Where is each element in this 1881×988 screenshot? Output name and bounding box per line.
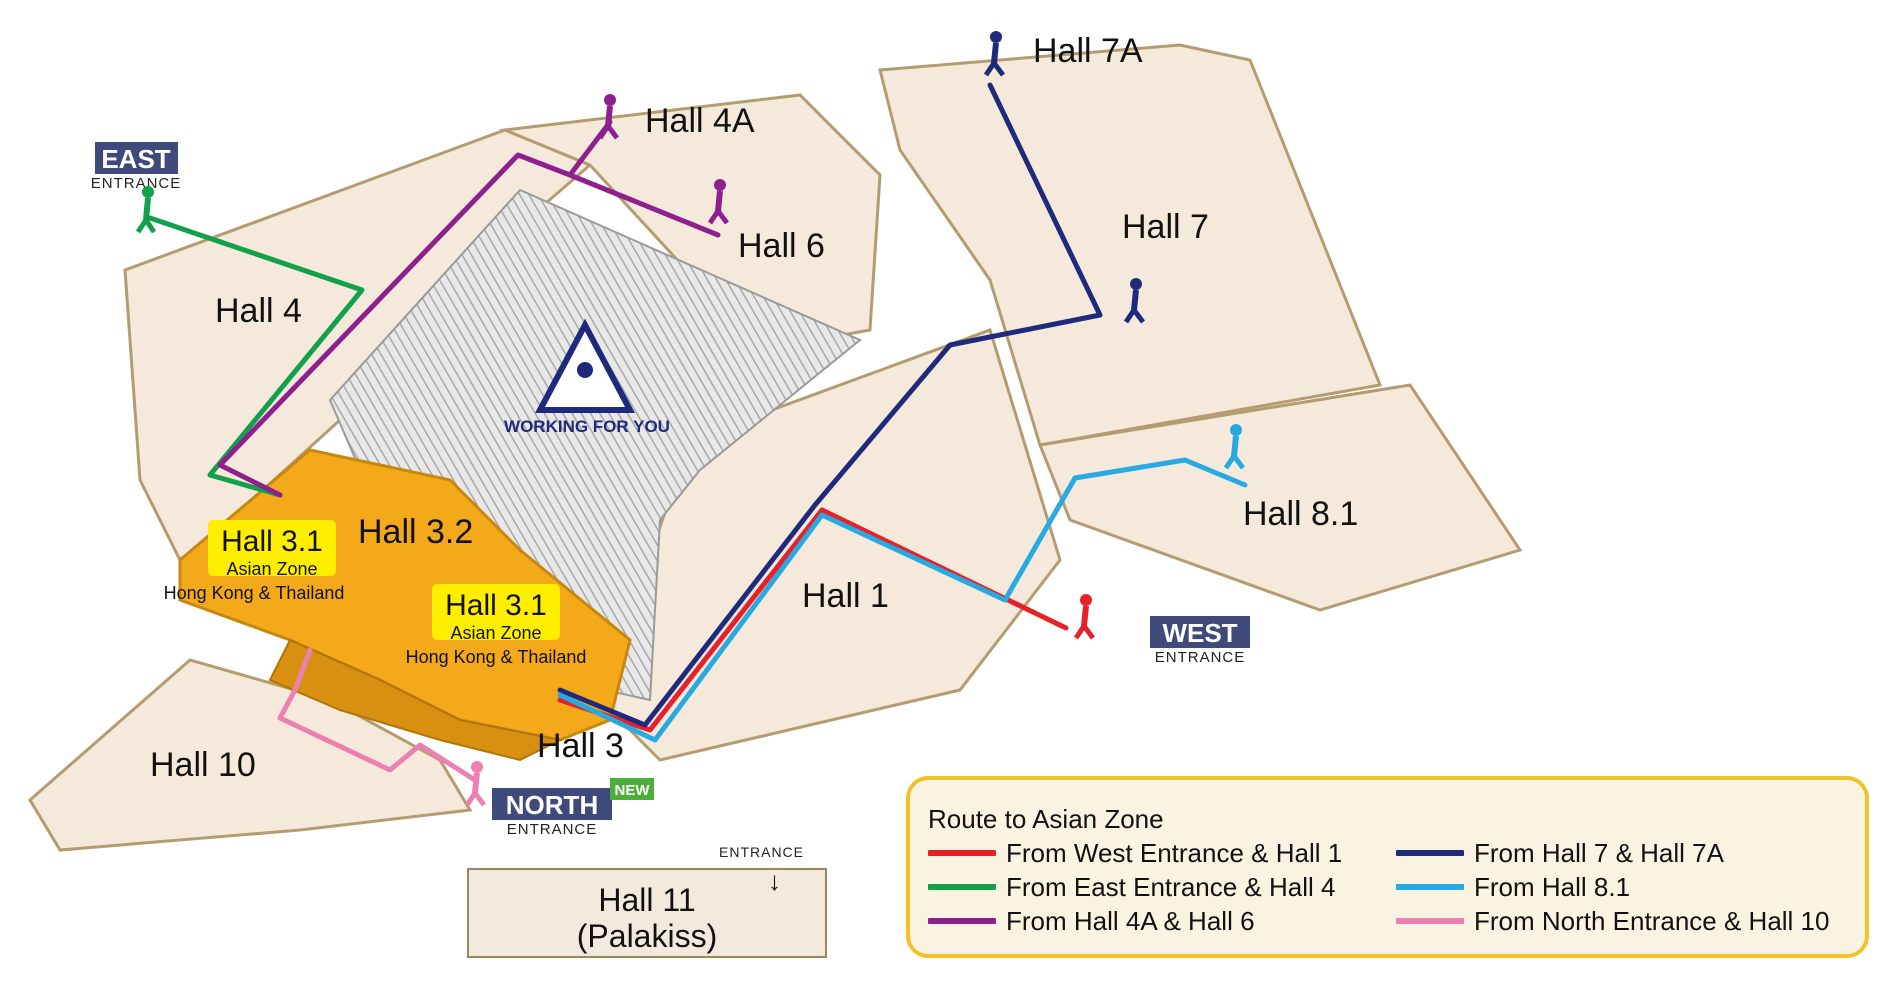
legend-label-north: From North Entrance & Hall 10: [1474, 905, 1830, 936]
route-legend: Route to Asian Zone From West Entrance &…: [906, 776, 1869, 958]
legend-swatch-west: [928, 850, 996, 856]
hall-1-label: Hall 1: [802, 577, 889, 615]
legend-label-hall7: From Hall 7 & Hall 7A: [1474, 837, 1724, 868]
hall-8-1-area: [1037, 383, 1523, 612]
legend-swatch-hall7: [1396, 850, 1464, 856]
legend-item-hall4a-6: From Hall 4A & Hall 6: [928, 906, 1255, 936]
walker-west-icon: [1073, 594, 1095, 640]
asian-zone-title-2: Hall 3.1: [445, 589, 547, 622]
walker-hall8-1-icon: [1223, 424, 1245, 470]
legend-label-hall8-1: From Hall 8.1: [1474, 871, 1631, 902]
hall-3-2-label: Hall 3.2: [358, 513, 473, 551]
legend-item-east: From East Entrance & Hall 4: [928, 872, 1335, 902]
hall-8-1-label: Hall 8.1: [1243, 495, 1358, 533]
west-entrance-name: WEST: [1162, 618, 1237, 648]
route-north: [277, 647, 478, 783]
legend-swatch-east: [928, 884, 996, 890]
walker-north-icon: [464, 761, 486, 807]
east-entrance-sub: ENTRANCE: [91, 175, 182, 192]
west-entrance-sub: ENTRANCE: [1155, 649, 1246, 666]
route-hall7: [557, 82, 1103, 728]
hall-10-label: Hall 10: [150, 746, 256, 784]
walker-hall7-icon: [1123, 278, 1145, 324]
west-entrance: WEST ENTRANCE: [1150, 616, 1250, 666]
asian-zone-sub-1: Asian Zone: [226, 559, 317, 579]
asian-zone-countries-1: Hong Kong & Thailand: [164, 583, 345, 603]
hall-7-area: [878, 43, 1383, 447]
down-arrow-icon: ↓: [768, 866, 781, 896]
hall-11-name: Hall 11: [598, 882, 696, 918]
walker-east-icon: [135, 186, 157, 234]
construction-sign: WORKING FOR YOU: [504, 318, 670, 436]
hall-4a-label: Hall 4A: [645, 102, 755, 140]
walker-hall6-icon: [707, 179, 729, 225]
legend-swatch-hall8-1: [1396, 884, 1464, 890]
north-entrance-name: NORTH: [506, 790, 598, 820]
east-entrance: EAST ENTRANCE: [91, 142, 182, 192]
walker-hall4a-icon: [597, 94, 619, 140]
hall-4-label: Hall 4: [215, 292, 302, 330]
hall-6-label: Hall 6: [738, 227, 825, 265]
north-new-badge: NEW: [615, 782, 651, 799]
hall-labels: Hall 7A Hall 4A Hall 6 Hall 7 Hall 4 Hal…: [150, 32, 1358, 784]
asian-zone-sub-2: Asian Zone: [450, 623, 541, 643]
legend-swatch-hall4a-6: [928, 918, 996, 924]
hall-11-entrance-label: ENTRANCE: [719, 844, 805, 860]
legend-label-hall4a-6: From Hall 4A & Hall 6: [1006, 905, 1255, 936]
floor-plan: [28, 43, 1523, 852]
legend-label-east: From East Entrance & Hall 4: [1006, 871, 1336, 902]
legend-swatch-north: [1396, 918, 1464, 924]
hall-11-box: ENTRANCE Hall 11 (Palakiss): [467, 844, 827, 958]
legend-item-west: From West Entrance & Hall 1: [928, 838, 1342, 868]
walker-icons: [135, 31, 1245, 807]
legend-item-hall7: From Hall 7 & Hall 7A: [1396, 838, 1724, 868]
legend-item-hall8-1: From Hall 8.1: [1396, 872, 1630, 902]
north-entrance-sub: ENTRANCE: [507, 821, 598, 838]
route-hall8-1: [557, 457, 1248, 743]
asian-zone-title-1: Hall 3.1: [221, 525, 323, 558]
construction-label: WORKING FOR YOU: [504, 417, 670, 436]
east-entrance-name: EAST: [101, 144, 170, 174]
asian-zone-label-1: Hall 3.1 Asian Zone Hong Kong & Thailand: [164, 520, 345, 603]
hall-7a-label: Hall 7A: [1033, 32, 1143, 70]
asian-zone-label-2: Hall 3.1 Asian Zone Hong Kong & Thailand: [406, 584, 587, 667]
legend-title: Route to Asian Zone: [928, 804, 1164, 834]
north-entrance: NORTH ENTRANCE NEW: [492, 778, 654, 838]
route-east: [147, 215, 365, 498]
walker-hall7a-icon: [983, 31, 1005, 77]
asian-zone-countries-2: Hong Kong & Thailand: [406, 647, 587, 667]
route-hall4a-6-main: [217, 152, 573, 498]
hall-10-area: [28, 658, 473, 852]
legend-label-west: From West Entrance & Hall 1: [1006, 837, 1343, 868]
hall-3-label: Hall 3: [537, 727, 624, 765]
routes: [147, 82, 1248, 783]
hall-11-sub: (Palakiss): [576, 918, 718, 954]
hall-7-label: Hall 7: [1122, 208, 1209, 246]
legend-item-north: From North Entrance & Hall 10: [1396, 906, 1829, 936]
